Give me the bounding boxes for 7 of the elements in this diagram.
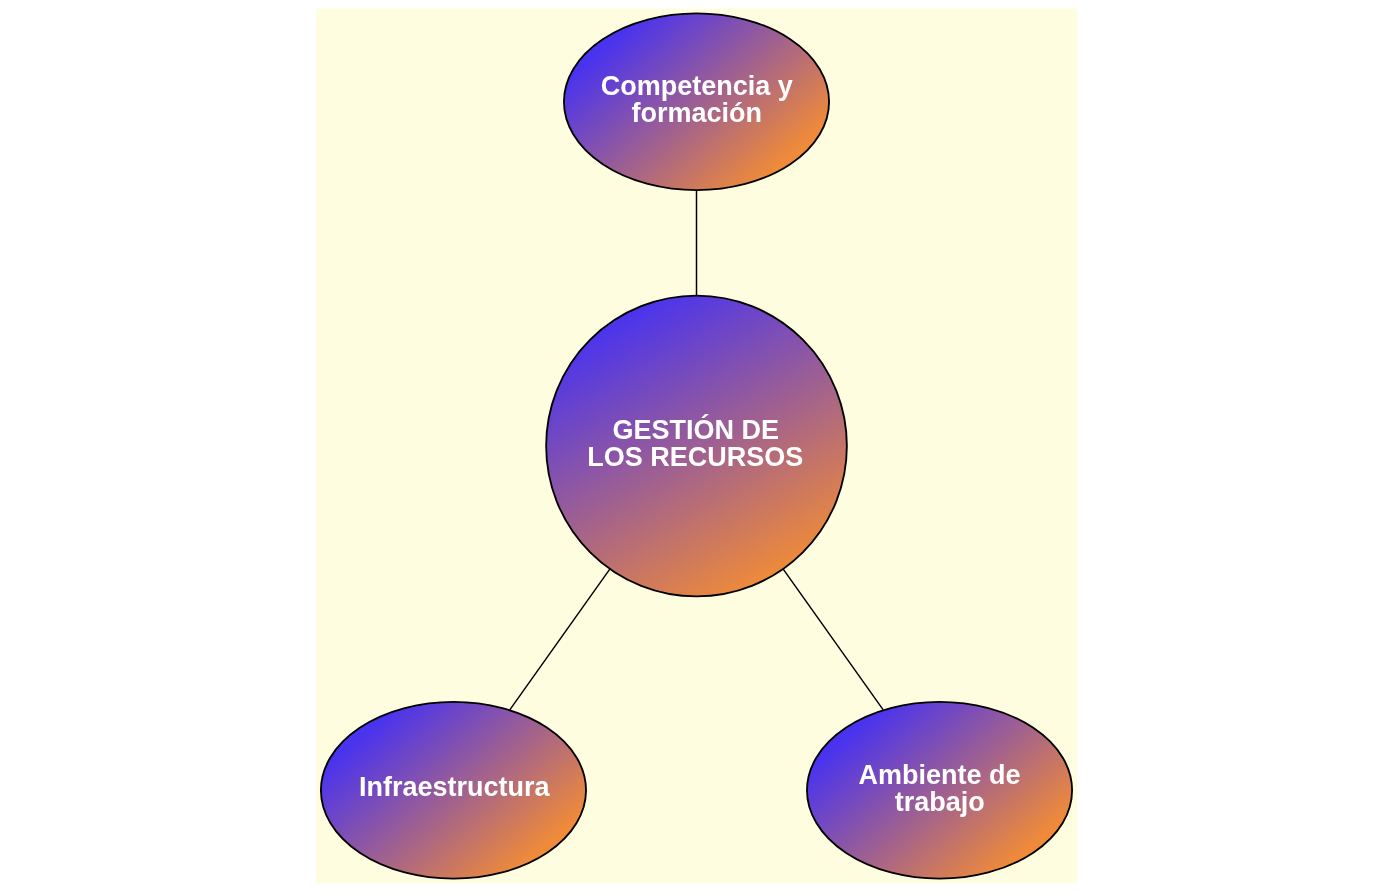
node-ellipse: Infraestructura [320,701,587,880]
node-ellipse: Competencia y formación [563,12,830,191]
connector [509,568,611,711]
connector [782,568,884,711]
node-circle: GESTIÓN DE LOS RECURSOS [545,294,848,598]
connector [695,189,698,297]
node-ellipse: Ambiente de trabajo [806,701,1073,880]
